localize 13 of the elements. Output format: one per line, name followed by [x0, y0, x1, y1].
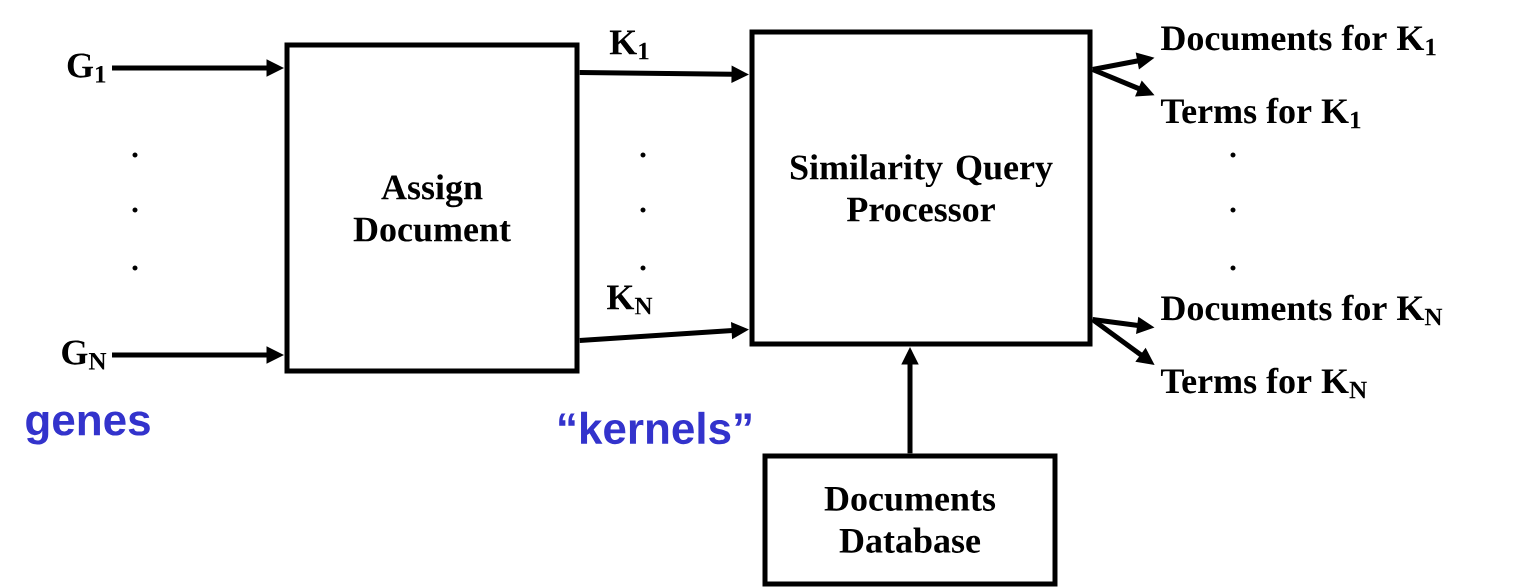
output-label: Documents for K$_{N}$: [1161, 294, 1443, 326]
process-box: Documents Database: [762, 453, 1058, 587]
signal-label: G$_{N}$: [62, 340, 107, 370]
signal-label: G$_{1}$: [67, 53, 106, 83]
output-label: Terms for K$_{1}$: [1160, 97, 1361, 129]
edge-label: K$_{N}$: [607, 285, 653, 315]
process-box: Assign Document: [284, 42, 580, 374]
output-label: Documents for K$_{1}$: [1161, 24, 1436, 56]
output-label: Terms for K$_{N}$: [1160, 367, 1367, 399]
caption-label: genes: [26, 411, 150, 445]
caption-label: “kernels”: [559, 411, 751, 445]
process-box: Similarity Query Processor: [749, 29, 1093, 347]
edge-label: K$_{1}$: [609, 30, 649, 60]
